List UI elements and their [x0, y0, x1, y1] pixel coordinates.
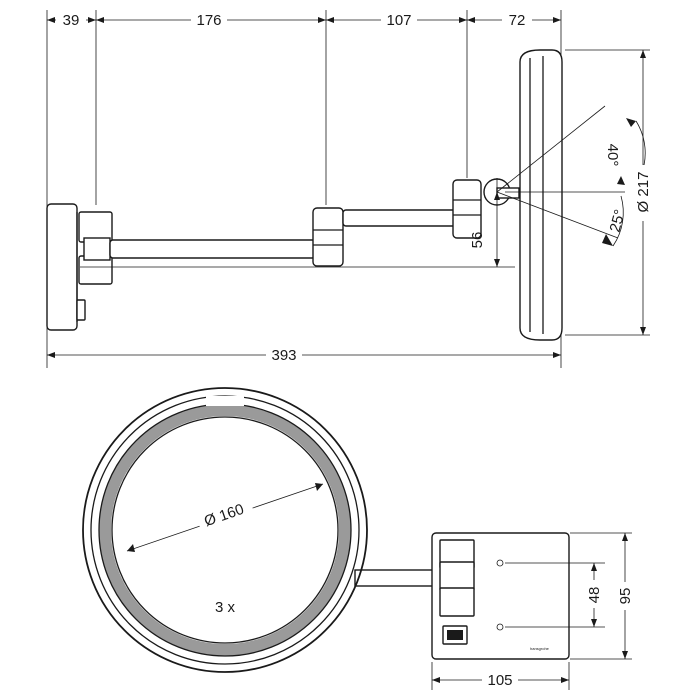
angle-25-label: 25° — [607, 208, 629, 234]
front-view: Ø 160 3 x hansgrohe 48 95 — [82, 387, 634, 690]
screw-top — [496, 559, 504, 567]
plate-joint-middle — [439, 561, 475, 591]
side-view: 39 176 107 72 — [46, 10, 652, 368]
angle-40-label: 40° — [604, 144, 621, 167]
magnification-label: 3 x — [215, 599, 236, 616]
dim-393-label: 393 — [271, 347, 296, 364]
mirror-side — [519, 49, 563, 341]
dim-56-label: 56 — [469, 232, 486, 249]
arm-1 — [109, 239, 316, 259]
wall-plate — [46, 203, 78, 331]
elbow-joint — [312, 207, 344, 267]
brand-label: hansgrohe — [530, 646, 550, 651]
dim-39-label: 39 — [63, 12, 80, 29]
dim-107-label: 107 — [386, 12, 411, 29]
switch-nub — [76, 299, 86, 321]
screw-bottom — [496, 623, 504, 631]
light-ring — [99, 404, 351, 656]
dim-176-label: 176 — [196, 12, 221, 29]
mirror-joint — [452, 179, 482, 239]
mirror-ring-2 — [90, 395, 360, 665]
mirror-glass — [111, 416, 339, 644]
plate-joint-lower — [439, 587, 475, 617]
dim-105-label: 105 — [487, 672, 512, 689]
dim-217-label: Ø 217 — [635, 172, 652, 213]
mirror-outer-ring — [82, 387, 368, 673]
dim-48-label: 48 — [586, 587, 603, 604]
dim-72-label: 72 — [509, 12, 526, 29]
switch-face — [447, 630, 463, 640]
arm-2 — [342, 209, 464, 227]
angle-40-line — [496, 105, 606, 193]
dim-95-label: 95 — [617, 588, 634, 605]
angle-25-line — [496, 191, 619, 239]
joint-1-middle — [83, 237, 111, 261]
